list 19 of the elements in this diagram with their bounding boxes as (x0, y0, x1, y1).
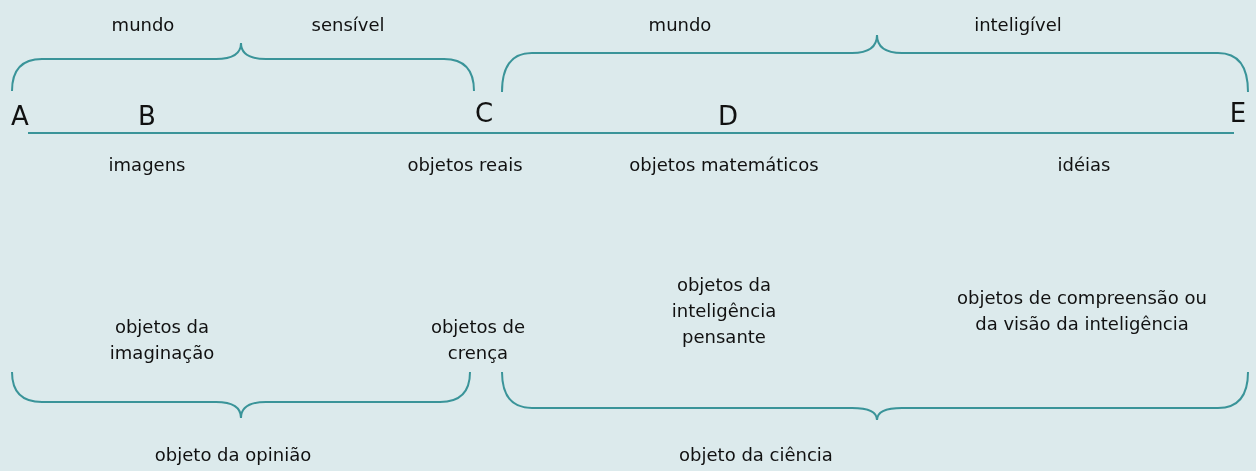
point-letter: C (474, 100, 494, 126)
text-label: objetos da inteligência pensante (670, 273, 778, 349)
text-label: objeto da opinião (154, 443, 312, 467)
text-label: objetos da imaginação (108, 315, 216, 365)
point-letter: B (138, 103, 156, 129)
text-label: idéias (1057, 153, 1111, 177)
text-label: inteligível (974, 13, 1062, 37)
text-label: imagens (108, 153, 186, 177)
point-letter: D (718, 103, 738, 129)
text-label: sensível (311, 13, 385, 37)
text-label: objetos de crença (429, 315, 527, 365)
point-letter: A (11, 103, 29, 129)
text-label: objetos de compreensão ou da visão da inteligência (956, 286, 1208, 336)
text-label: objetos matemáticos (629, 153, 819, 177)
text-label: objetos reais (407, 153, 523, 177)
text-label: mundo (111, 13, 175, 37)
text-label: mundo (648, 13, 712, 37)
point-letter: E (1229, 100, 1247, 126)
text-label: objeto da ciência (679, 443, 833, 467)
